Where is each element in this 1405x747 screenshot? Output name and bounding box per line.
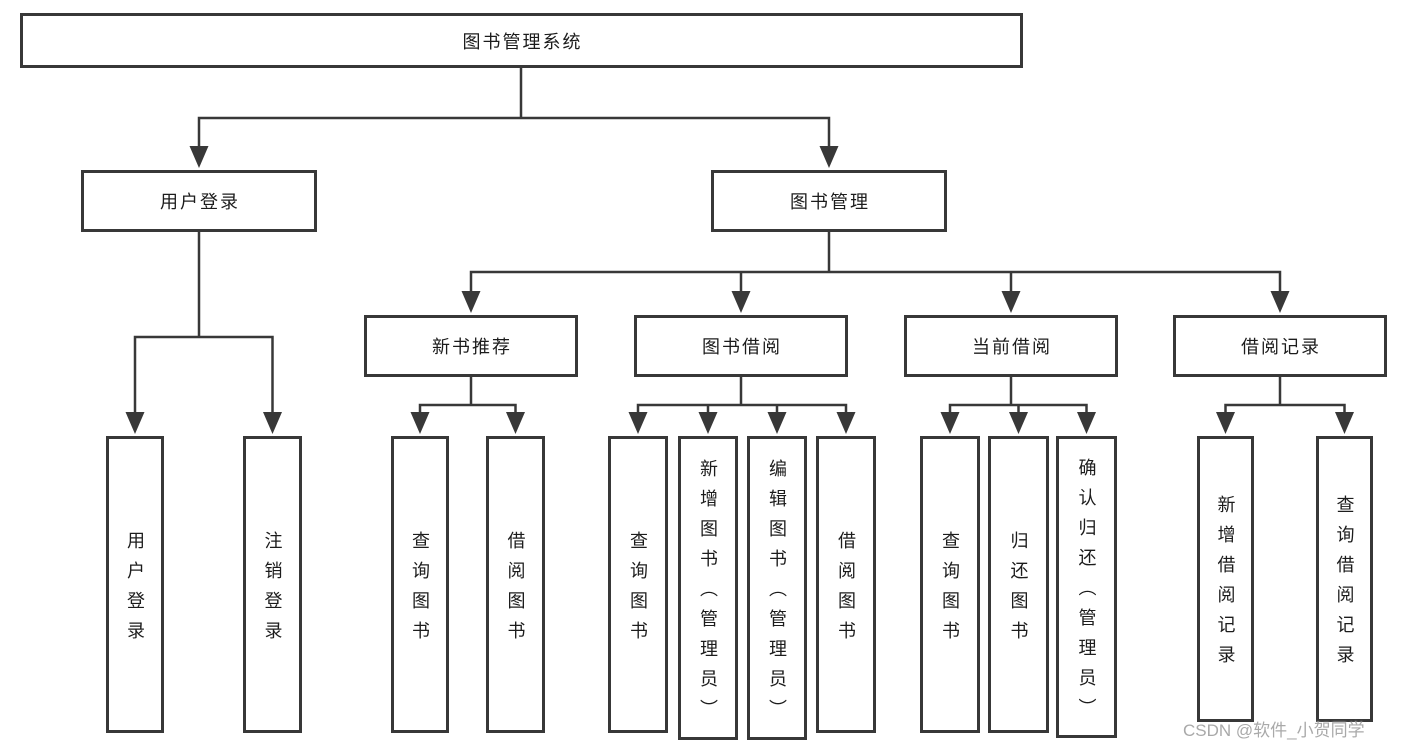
- leaf-user-login: 用户登录: [106, 436, 164, 733]
- leaf-add-borrow-record: 新增借阅记录: [1197, 436, 1254, 722]
- leaf-return-books: 归还图书: [988, 436, 1049, 733]
- leaf-borrow-books-recommend: 借阅图书: [486, 436, 545, 733]
- node-root: 图书管理系统: [20, 13, 1023, 68]
- node-book-management: 图书管理: [711, 170, 947, 232]
- node-borrowing-records: 借阅记录: [1173, 315, 1387, 377]
- watermark: CSDN @软件_小贺同学: [1183, 721, 1365, 740]
- leaf-add-books-admin: 新增图书（管理员）: [678, 436, 738, 740]
- leaf-query-borrow-record: 查询借阅记录: [1316, 436, 1373, 722]
- leaf-edit-books-admin: 编辑图书（管理员）: [747, 436, 807, 740]
- leaf-confirm-return-admin: 确认归还（管理员）: [1056, 436, 1117, 738]
- leaf-query-books-borrowing: 查询图书: [608, 436, 668, 733]
- leaf-borrow-books-borrowing: 借阅图书: [816, 436, 876, 733]
- node-book-borrowing: 图书借阅: [634, 315, 848, 377]
- leaf-query-books-recommend: 查询图书: [391, 436, 449, 733]
- leaf-logout: 注销登录: [243, 436, 302, 733]
- node-new-book-recommendation: 新书推荐: [364, 315, 578, 377]
- leaf-query-books-current: 查询图书: [920, 436, 980, 733]
- node-current-borrowing: 当前借阅: [904, 315, 1118, 377]
- node-user-login: 用户登录: [81, 170, 317, 232]
